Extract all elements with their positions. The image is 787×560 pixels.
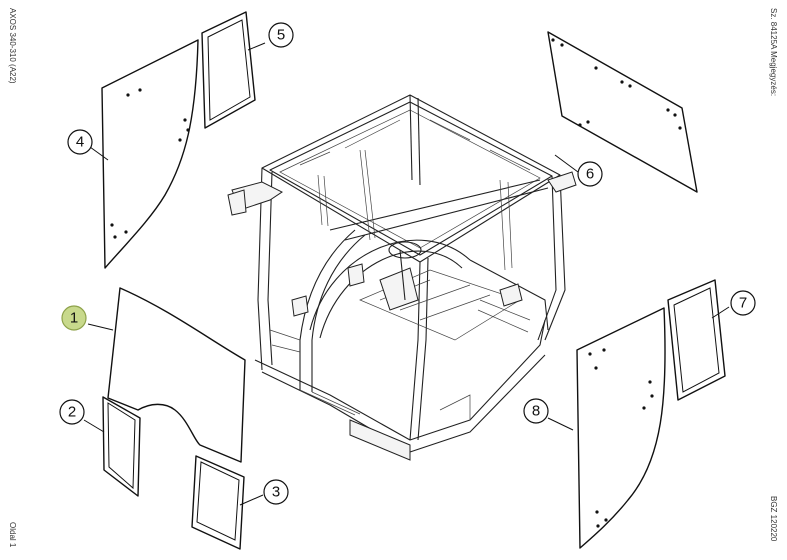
callout-7: 7 [730, 290, 756, 316]
callout-6: 6 [577, 161, 603, 187]
callout-3: 3 [263, 479, 289, 505]
svg-text:1: 1 [70, 310, 78, 327]
glass-panel-2[interactable] [102, 396, 141, 497]
glass-panel-1[interactable] [107, 287, 246, 463]
callout-5: 5 [268, 22, 294, 48]
svg-text:7: 7 [739, 295, 747, 312]
svg-text:4: 4 [76, 134, 84, 151]
glass-panel-7[interactable] [667, 279, 726, 401]
svg-text:6: 6 [586, 166, 594, 183]
glass-panel-8[interactable] [576, 307, 666, 549]
callout-8: 8 [523, 398, 549, 424]
glass-panel-5[interactable] [201, 11, 256, 129]
svg-text:5: 5 [277, 27, 285, 44]
glass-panel-4[interactable] [101, 39, 199, 269]
glass-panel-6[interactable] [547, 31, 698, 193]
cab-frame [227, 94, 577, 461]
callout-1: 1 [61, 305, 87, 331]
svg-text:8: 8 [532, 403, 540, 420]
callout-2: 2 [59, 399, 85, 425]
svg-text:2: 2 [68, 404, 76, 421]
glass-panel-3[interactable] [191, 455, 245, 550]
callout-4: 4 [67, 129, 93, 155]
svg-text:3: 3 [272, 484, 280, 501]
